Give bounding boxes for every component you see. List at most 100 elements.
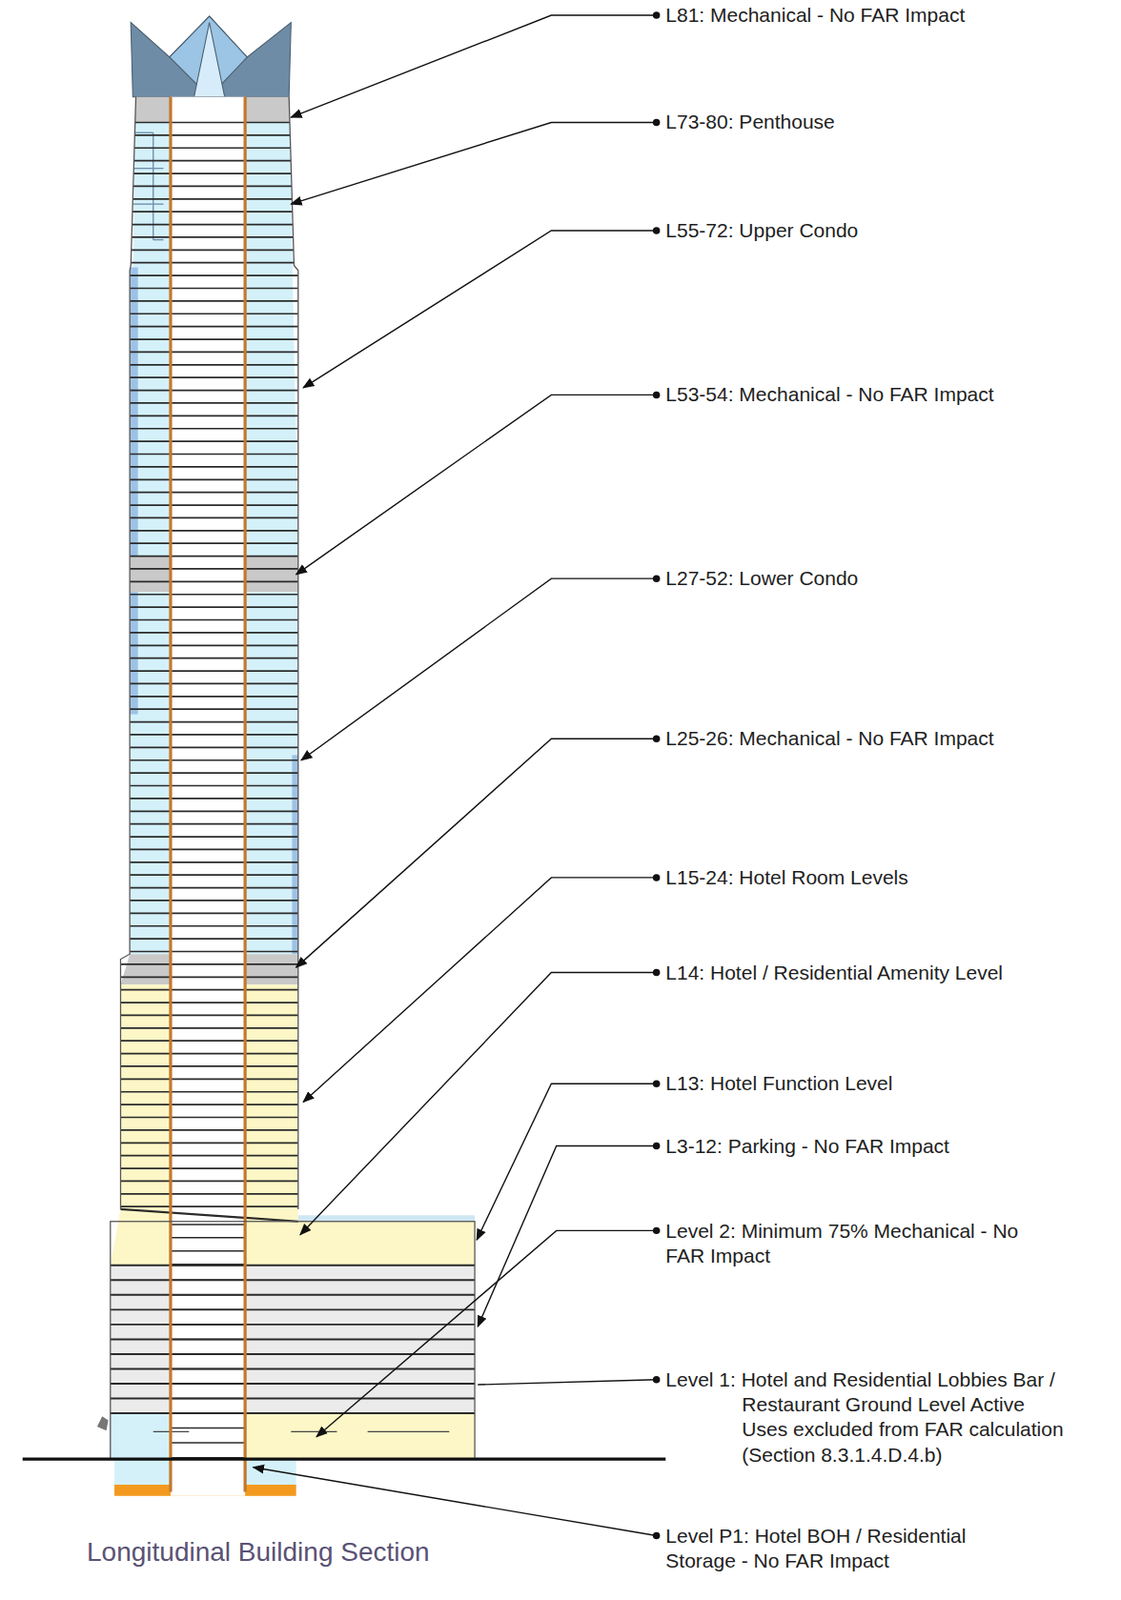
floor-line bbox=[110, 1264, 475, 1267]
floor-line bbox=[110, 1324, 475, 1326]
floor-line bbox=[129, 746, 299, 749]
tower-outline bbox=[120, 97, 136, 1210]
floor-line bbox=[129, 529, 299, 532]
leader-line bbox=[477, 1380, 656, 1386]
floor-line bbox=[129, 644, 299, 647]
floor-line bbox=[129, 899, 299, 902]
leader-line bbox=[253, 1467, 657, 1537]
penthouse-step bbox=[153, 203, 164, 205]
floor-line bbox=[120, 1193, 298, 1196]
floor-line bbox=[134, 146, 291, 149]
floor-line bbox=[129, 733, 299, 736]
floor-line bbox=[129, 835, 299, 838]
crown-spire bbox=[194, 22, 225, 98]
leader-line bbox=[290, 15, 656, 118]
floor-line bbox=[170, 1353, 245, 1355]
floor-line bbox=[120, 1209, 298, 1223]
floor-line bbox=[170, 1427, 245, 1429]
floor-line bbox=[131, 236, 293, 239]
penthouse-step bbox=[152, 132, 154, 168]
floor-line bbox=[129, 631, 299, 634]
section-caption: Longitudinal Building Section bbox=[86, 1537, 430, 1569]
floor-line bbox=[129, 913, 299, 916]
floor-line bbox=[110, 1383, 475, 1386]
floor-line bbox=[120, 1079, 298, 1081]
callout-label: L14: Hotel / Residential Amenity Level bbox=[665, 960, 1114, 986]
leader-dot bbox=[652, 874, 660, 881]
floor-line bbox=[129, 274, 299, 277]
floor-line bbox=[129, 287, 299, 290]
floor-line bbox=[120, 1091, 298, 1094]
callout-label: Level P1: Hotel BOH / Residential Storag… bbox=[665, 1524, 1009, 1575]
floor-line bbox=[129, 376, 299, 379]
floor-line bbox=[129, 861, 299, 864]
floor-line bbox=[110, 1398, 475, 1401]
floor-line bbox=[120, 1129, 298, 1132]
tower-outline bbox=[288, 97, 299, 1210]
leader-dot bbox=[652, 1376, 660, 1384]
floor-line bbox=[110, 1338, 475, 1341]
floor-line bbox=[170, 1250, 245, 1252]
glass-accent bbox=[129, 267, 139, 557]
podium-outline bbox=[110, 1222, 475, 1460]
leader-dot bbox=[652, 735, 660, 743]
floor-line bbox=[135, 122, 290, 124]
entrance-canopy bbox=[97, 1416, 109, 1431]
ceiling-line bbox=[290, 1431, 337, 1433]
floor-line bbox=[129, 351, 299, 354]
floor-line bbox=[129, 593, 299, 596]
floor-line bbox=[120, 1053, 298, 1056]
floor-line bbox=[170, 1412, 245, 1414]
floor-line bbox=[129, 785, 299, 788]
leader-dot bbox=[652, 1142, 660, 1150]
floor-line bbox=[129, 874, 299, 877]
leader-line bbox=[316, 1230, 657, 1437]
floor-line bbox=[120, 1065, 298, 1068]
ceiling-line bbox=[367, 1431, 450, 1433]
leader-dot bbox=[652, 391, 660, 399]
floor-line bbox=[129, 606, 299, 609]
floor-line bbox=[129, 695, 299, 698]
ground-line bbox=[22, 1458, 667, 1462]
leader-dot bbox=[652, 1532, 660, 1540]
floor-line bbox=[170, 1442, 245, 1444]
callout-label: Level 1: Hotel and Residential Lobbies B… bbox=[665, 1367, 1076, 1468]
floor-line bbox=[130, 262, 294, 265]
floor-line bbox=[129, 683, 299, 686]
floor-line bbox=[129, 364, 299, 367]
floor-line bbox=[129, 657, 299, 660]
leader-dot bbox=[652, 1227, 660, 1235]
crown-glass bbox=[169, 16, 247, 98]
floor-line bbox=[120, 1015, 298, 1018]
floor-line bbox=[170, 1294, 245, 1296]
floor-line bbox=[129, 721, 299, 724]
floor-line bbox=[170, 1339, 245, 1341]
leader-lines bbox=[253, 11, 661, 1540]
floor-line bbox=[170, 1324, 245, 1325]
callout-label: L53-54: Mechanical - No FAR Impact bbox=[665, 382, 1085, 408]
floor-line bbox=[110, 1294, 475, 1297]
penthouse-step bbox=[152, 203, 154, 240]
floor-line bbox=[120, 989, 298, 992]
leader-line bbox=[303, 230, 656, 388]
floor-line bbox=[129, 389, 299, 392]
floor-line bbox=[134, 134, 290, 137]
floor-line bbox=[129, 772, 299, 775]
floor-line bbox=[120, 1027, 298, 1030]
floor-line bbox=[129, 440, 299, 443]
leader-line bbox=[296, 394, 657, 574]
floor-line bbox=[129, 849, 299, 852]
floor-line bbox=[129, 555, 299, 558]
floor-line bbox=[133, 185, 292, 188]
floor-line bbox=[129, 887, 299, 890]
penthouse-step bbox=[153, 167, 164, 169]
floor-line bbox=[120, 1117, 298, 1120]
floor-line bbox=[120, 1155, 298, 1158]
floor-line bbox=[110, 1279, 475, 1282]
leader-dot bbox=[652, 969, 660, 977]
leader-line bbox=[477, 1145, 656, 1327]
condo-glass bbox=[129, 591, 299, 955]
floor-line bbox=[129, 951, 299, 954]
floor-line bbox=[170, 1280, 245, 1282]
